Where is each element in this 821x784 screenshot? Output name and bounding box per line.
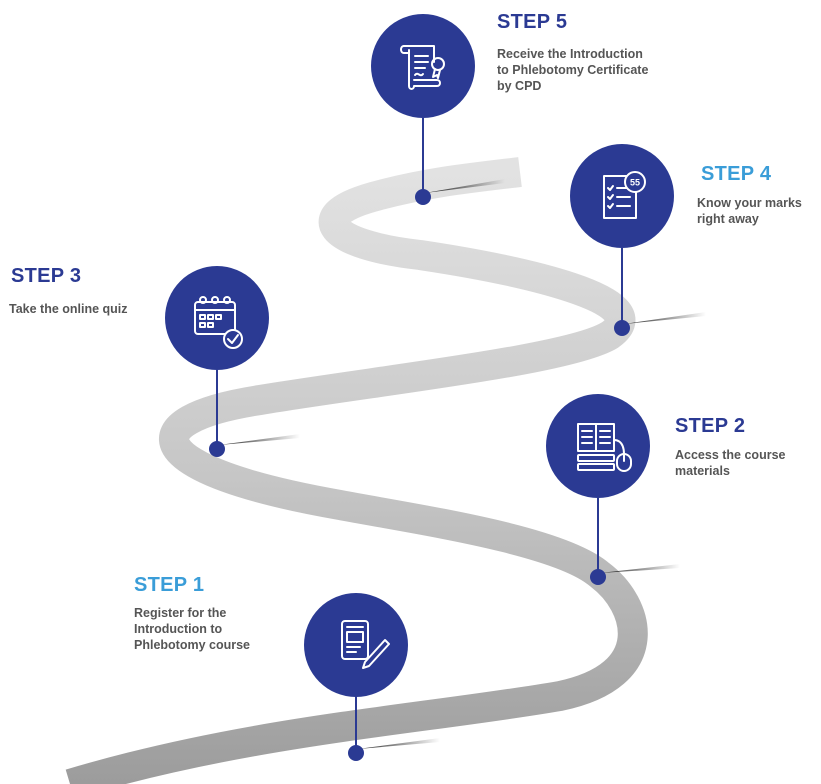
step-4-title: STEP 4 — [701, 163, 772, 185]
step-4-marker — [614, 248, 706, 336]
step-3-dot — [209, 441, 225, 457]
step-3-shadow — [219, 434, 300, 445]
step-2-circle — [546, 394, 650, 498]
step-1-description-line-1: Register for the — [134, 606, 227, 620]
step-1-dot — [348, 745, 364, 761]
step-2-dot — [590, 569, 606, 585]
step-4-description: Know your marks right away — [697, 195, 802, 227]
certificate-scroll-icon — [400, 45, 445, 90]
step-3-title: STEP 3 — [11, 265, 82, 287]
road-path — [65, 157, 648, 784]
step-4-description-line-2: right away — [697, 212, 759, 226]
step-1-shadow — [358, 738, 440, 749]
step-3-circle — [165, 266, 269, 370]
step-4-shadow — [624, 312, 706, 324]
step-4-description-line-1: Know your marks — [697, 196, 802, 210]
step-5-description-line-3: by CPD — [497, 79, 542, 93]
step-5-dot — [415, 189, 431, 205]
step-2-description: Access the course materials — [675, 447, 785, 479]
book-computer-icon — [577, 423, 632, 472]
step-2-description-line-2: materials — [675, 464, 730, 478]
step-4-circle: 55 — [570, 144, 674, 248]
step-3-description: Take the online quiz — [9, 301, 128, 317]
calendar-check-icon — [194, 296, 243, 349]
scored-checklist-icon — [603, 171, 646, 219]
step-2-marker — [590, 498, 680, 585]
step-2-title: STEP 2 — [675, 415, 746, 437]
step-5-description-line-1: Receive the Introduction — [497, 47, 643, 61]
step-1-title: STEP 1 — [134, 574, 205, 596]
step-1-description-line-2: Introduction to — [134, 622, 223, 636]
step-5-description-line-2: to Phlebotomy Certificate — [497, 63, 649, 77]
step-1-description-line-3: Phlebotomy course — [134, 638, 250, 652]
clipboard-pen-icon — [341, 620, 390, 669]
step-5-circle — [371, 14, 475, 118]
step-5-marker — [415, 118, 505, 205]
step-1-description: Register for the Introduction to Phlebot… — [134, 605, 250, 653]
step-3-description-line-1: Take the online quiz — [9, 302, 128, 316]
step-2-shadow — [600, 564, 680, 573]
step-3-marker — [209, 370, 300, 457]
step-1-circle — [304, 593, 408, 697]
step-4-dot — [614, 320, 630, 336]
step-5-title: STEP 5 — [497, 11, 568, 33]
step-2-description-line-1: Access the course — [675, 448, 786, 462]
step-markers — [209, 118, 706, 761]
step-5-description: Receive the Introduction to Phlebotomy C… — [497, 46, 648, 94]
step-5-shadow — [425, 179, 505, 193]
score-badge: 55 — [630, 178, 640, 188]
